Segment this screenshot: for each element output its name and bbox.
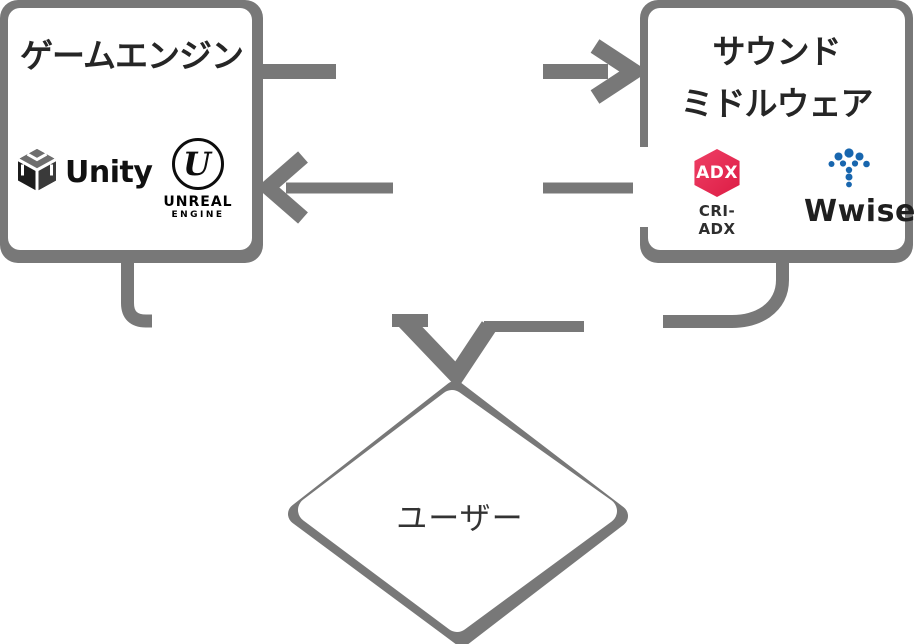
sound-middleware-box: サウンド ミドルウェア ADX CRI-ADX — [639, 0, 916, 263]
adx-badge-icon: ADX — [694, 149, 740, 197]
box-border-gap — [639, 147, 649, 227]
connector-middleware-to-user — [663, 250, 789, 328]
sound-middleware-title-line2: ミドルウェア — [680, 84, 874, 123]
unreal-engine-icon: U — [172, 138, 224, 190]
unity-cube-icon — [17, 149, 57, 191]
sound-middleware-title-line1: サウンド — [712, 32, 842, 71]
unity-logo: Unity — [16, 148, 153, 196]
unreal-wordmark-line2: ENGINE — [171, 210, 225, 220]
user-diamond — [298, 390, 617, 632]
arrow-right-head-icon — [590, 39, 649, 104]
cri-adx-caption: CRI-ADX — [698, 202, 736, 238]
arrow-down-head-icon — [398, 315, 497, 389]
wwise-logo: Wwise — [804, 146, 916, 229]
game-engine-box: ゲームエンジン Unity U UNREAL ENGINE — [0, 0, 263, 263]
connector-game-to-user — [121, 250, 152, 328]
unity-wordmark: Unity — [65, 154, 153, 190]
wwise-dots-icon — [828, 148, 870, 188]
cri-adx-logo: ADX CRI-ADX — [686, 149, 748, 238]
wwise-wordmark: Wwise — [804, 194, 916, 229]
game-engine-title: ゲームエンジン — [19, 36, 244, 75]
unreal-wordmark-line1: UNREAL — [163, 194, 233, 210]
arrow-left-head-icon — [256, 151, 308, 224]
sound-middleware-box-surface — [648, 8, 905, 250]
sound-middleware-title: サウンド ミドルウェア — [640, 26, 913, 130]
unreal-engine-logo: U UNREAL ENGINE — [163, 138, 233, 220]
user-node-label: ユーザー — [396, 501, 524, 537]
game-engine-box-surface — [8, 8, 252, 250]
